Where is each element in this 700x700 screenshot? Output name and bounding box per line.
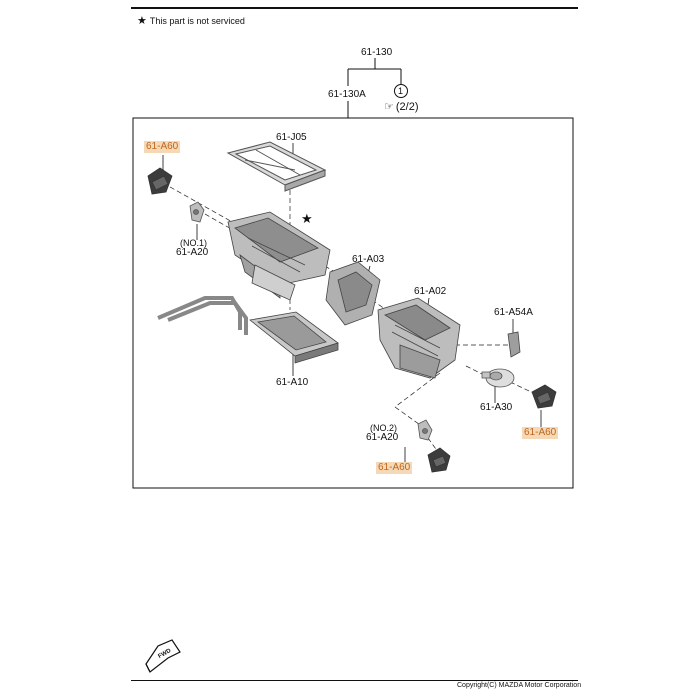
copyright-text: Copyright(C) MAZDA Motor Corporation	[457, 682, 582, 689]
actuator-bottom	[427, 447, 451, 473]
star-icon: ★	[137, 15, 147, 27]
part-label-a20-2: 61-A20	[366, 432, 399, 443]
sub-assembly-number: 61-130A	[328, 89, 366, 100]
filter-part	[226, 141, 327, 192]
part-label-a03: 61-A03	[352, 254, 385, 265]
fwd-arrow-icon	[145, 639, 181, 673]
reference-page: (2/2)	[395, 101, 419, 113]
star-marker-icon: ★	[301, 211, 313, 226]
part-label-a30: 61-A30	[480, 402, 513, 413]
link-no1	[189, 201, 205, 223]
part-label-a54a: 61-A54A	[494, 307, 533, 318]
actuator-top-left	[147, 167, 173, 195]
pointing-hand-icon: ☞	[384, 101, 394, 113]
part-label-a10: 61-A10	[276, 377, 309, 388]
reference-pointer: ☞ (2/2)	[384, 101, 419, 113]
top-rule	[131, 7, 578, 9]
notice-text: This part is not serviced	[149, 15, 245, 26]
reference-circle	[394, 84, 408, 98]
part-label-a60-right: 61-A60	[522, 427, 559, 439]
part-label-no1: (NO.1)	[180, 238, 207, 248]
part-label-a02: 61-A02	[414, 286, 447, 297]
assembly-frame	[132, 117, 574, 489]
not-serviced-notice: ★ This part is not serviced	[137, 14, 245, 27]
reference-circle-number: 1	[398, 86, 404, 96]
part-label-no2: (NO.2)	[370, 423, 397, 433]
part-label-a20-1: 61-A20	[176, 247, 209, 258]
part-label-a60-bottom: 61-A60	[376, 462, 413, 474]
part-label-a60-top: 61-A60	[144, 141, 181, 153]
case-part	[377, 297, 461, 379]
panel-part	[325, 261, 381, 326]
assembly-tree-lines	[347, 58, 402, 118]
heater-case-part	[227, 211, 331, 301]
link-no2	[417, 419, 433, 441]
heater-core-part	[157, 296, 339, 364]
motor-part	[481, 368, 515, 388]
actuator-right	[531, 384, 557, 409]
assembly-number: 61-130	[361, 47, 393, 58]
part-label-j05: 61-J05	[276, 132, 307, 143]
bottom-rule	[131, 680, 578, 681]
seal-part	[507, 331, 521, 358]
